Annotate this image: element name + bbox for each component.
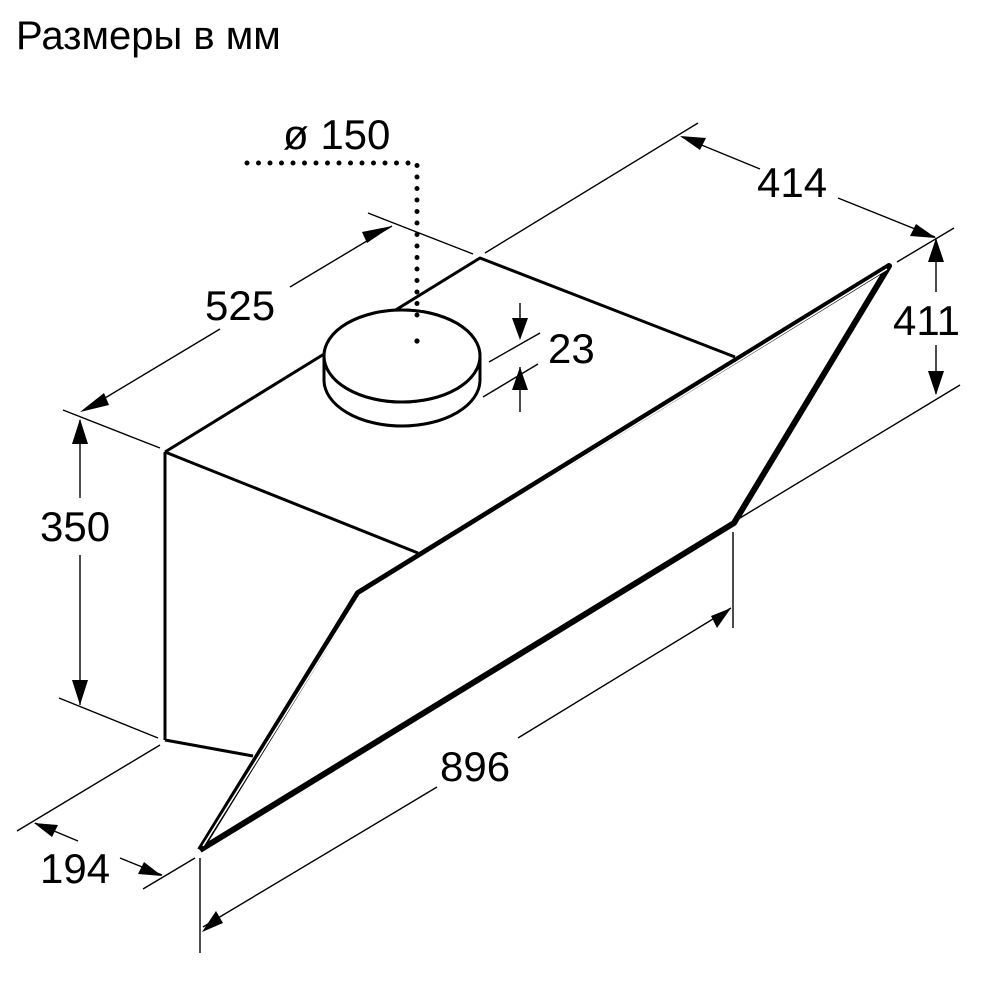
dim-414-lines	[484, 122, 955, 263]
dim-23-lines	[482, 303, 541, 412]
dim-top-width: 414	[757, 159, 827, 206]
page-title: Размеры в мм	[16, 14, 281, 58]
dim-glass-height: 411	[893, 297, 960, 344]
dim-525-lines	[62, 212, 474, 449]
dim-bottom-depth: 194	[40, 845, 110, 892]
dim-duct-height: 23	[548, 325, 595, 372]
diameter-leader	[244, 160, 420, 323]
dim-overall-width: 896	[440, 743, 510, 790]
hood-body	[163, 256, 736, 758]
duct-center-mark	[414, 338, 420, 344]
dim-896-lines	[199, 532, 734, 953]
dim-duct-diameter: ø 150	[283, 111, 390, 158]
dim-350-lines	[58, 419, 159, 739]
glass-panel	[197, 263, 892, 853]
duct-collar	[322, 308, 482, 428]
dim-194-lines	[16, 744, 196, 890]
dim-top-depth: 525	[205, 282, 275, 329]
dim-body-height: 350	[40, 503, 110, 550]
dim-411-lines	[739, 238, 961, 519]
glass-bottom-edge	[199, 521, 735, 852]
